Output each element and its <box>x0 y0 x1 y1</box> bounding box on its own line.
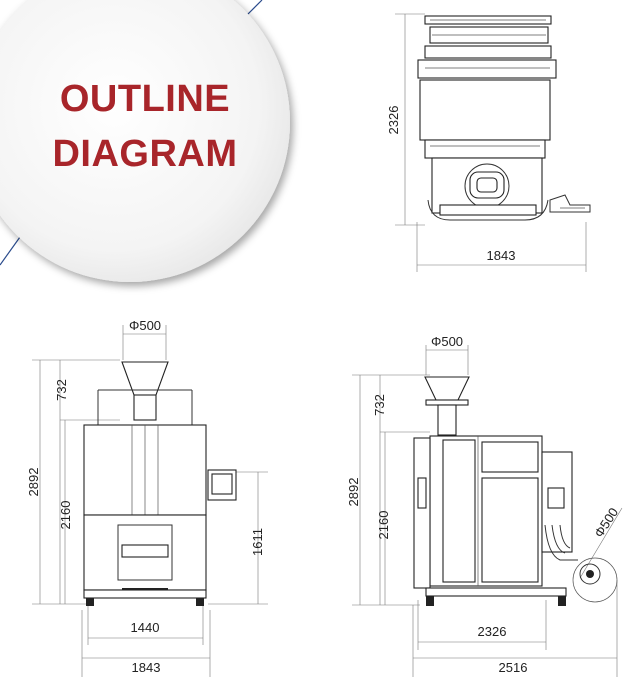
top-width-label: 1843 <box>487 248 516 263</box>
front-panel-label: 1611 <box>250 528 265 556</box>
header-badge <box>0 0 290 282</box>
front-total-label: 2892 <box>26 468 41 497</box>
header-disc <box>0 0 290 282</box>
front-hopper-label: Φ500 <box>129 318 161 333</box>
top-view: 2326 1843 <box>386 13 591 272</box>
title-line-1: OUTLINE <box>59 78 231 120</box>
front-view: Φ500 732 2892 2160 1611 1440 1843 <box>26 318 268 677</box>
front-inner-width-label: 1440 <box>131 620 160 635</box>
side-body-label: 2160 <box>376 511 391 540</box>
front-top-label: 732 <box>54 379 69 401</box>
front-body-label: 2160 <box>58 501 73 530</box>
side-outer-width-label: 2516 <box>499 660 528 675</box>
side-inner-width-label: 2326 <box>478 624 507 639</box>
side-reel-label: Φ500 <box>591 505 621 540</box>
side-top-label: 732 <box>372 394 387 416</box>
top-height-label: 2326 <box>386 106 401 135</box>
side-view: Φ500 732 2892 2160 Φ500 2326 2516 <box>346 334 623 677</box>
front-outer-width-label: 1843 <box>132 660 161 675</box>
accent-line <box>0 236 21 266</box>
title-line-2: DIAGRAM <box>52 133 238 175</box>
side-hopper-label: Φ500 <box>431 334 463 349</box>
side-total-label: 2892 <box>346 478 361 507</box>
